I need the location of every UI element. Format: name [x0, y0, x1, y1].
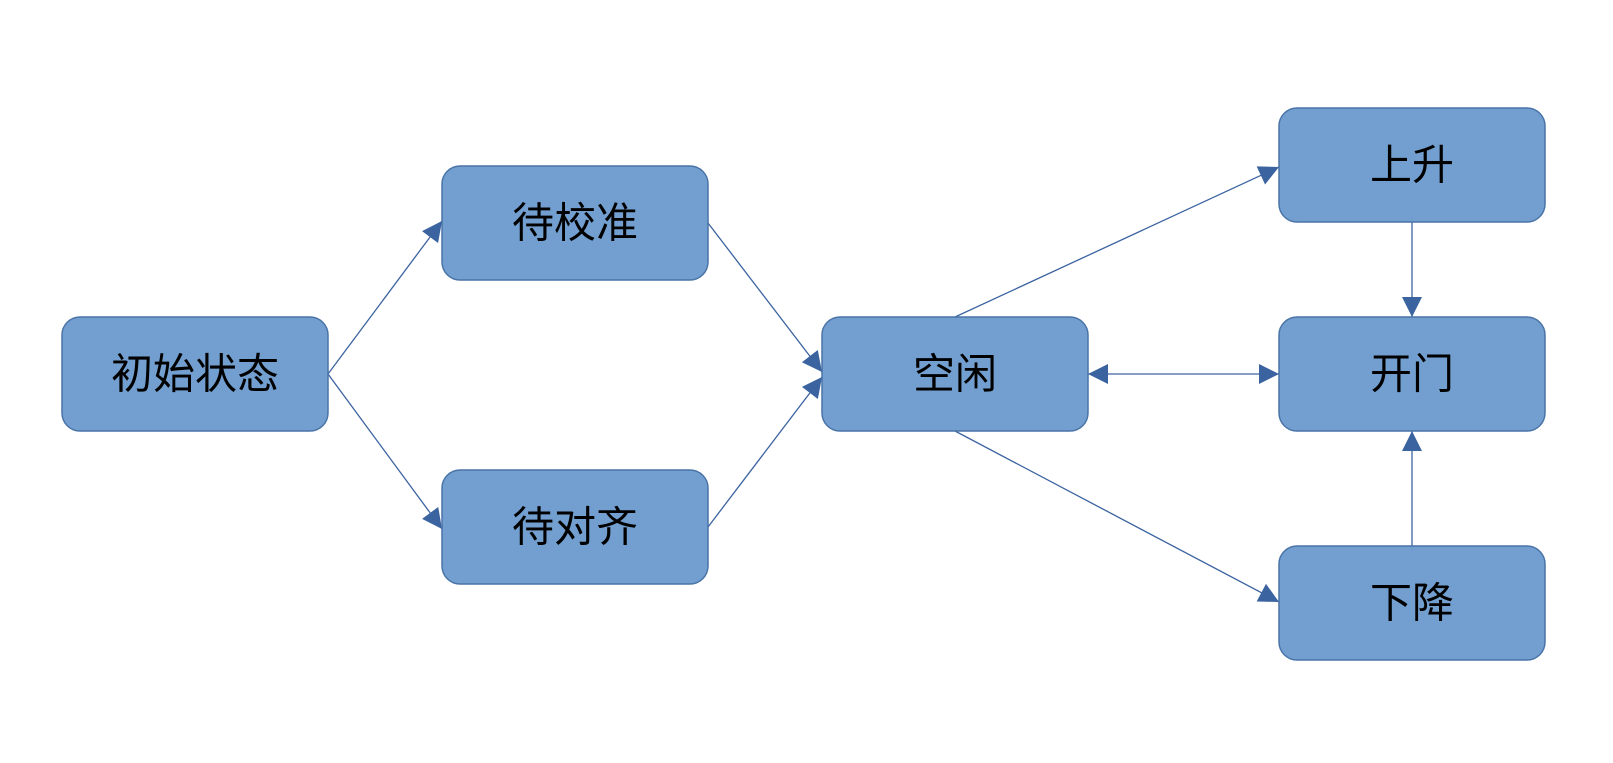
node-pending-calibration-label: 待校准 — [512, 199, 638, 248]
node-ascend-box — [1278, 107, 1546, 223]
node-descend-box — [1278, 545, 1546, 661]
edge-initial-to-pending-alignment — [327, 373, 443, 530]
node-descend-label: 下降 — [1370, 579, 1454, 628]
edge-idle-to-descend — [954, 430, 1280, 603]
node-pending-alignment-box — [441, 469, 709, 585]
edge-pending-alignment-to-idle — [707, 376, 823, 528]
node-pending-calibration: 待校准 — [441, 165, 709, 281]
node-idle-label: 空闲 — [913, 350, 997, 399]
node-initial-label: 初始状态 — [111, 350, 279, 399]
edge-idle-to-ascend — [954, 166, 1280, 318]
edges-layer — [327, 166, 1422, 603]
node-open-door: 开门 — [1278, 316, 1546, 432]
node-initial: 初始状态 — [61, 316, 329, 432]
nodes-layer: 初始状态 待校准 待对齐 空闲 上升 开门 下降 — [61, 107, 1546, 661]
node-pending-alignment: 待对齐 — [441, 469, 709, 585]
node-idle: 空闲 — [821, 316, 1089, 432]
node-ascend-label: 上升 — [1370, 141, 1454, 190]
node-ascend: 上升 — [1278, 107, 1546, 223]
node-descend: 下降 — [1278, 545, 1546, 661]
edge-initial-to-pending-calibration — [327, 220, 443, 375]
node-open-door-label: 开门 — [1370, 350, 1454, 399]
node-initial-box — [61, 316, 329, 432]
node-pending-alignment-label: 待对齐 — [512, 503, 638, 552]
node-open-door-box — [1278, 316, 1546, 432]
node-idle-box — [821, 316, 1089, 432]
node-pending-calibration-box — [441, 165, 709, 281]
edge-pending-calibration-to-idle — [707, 222, 823, 373]
